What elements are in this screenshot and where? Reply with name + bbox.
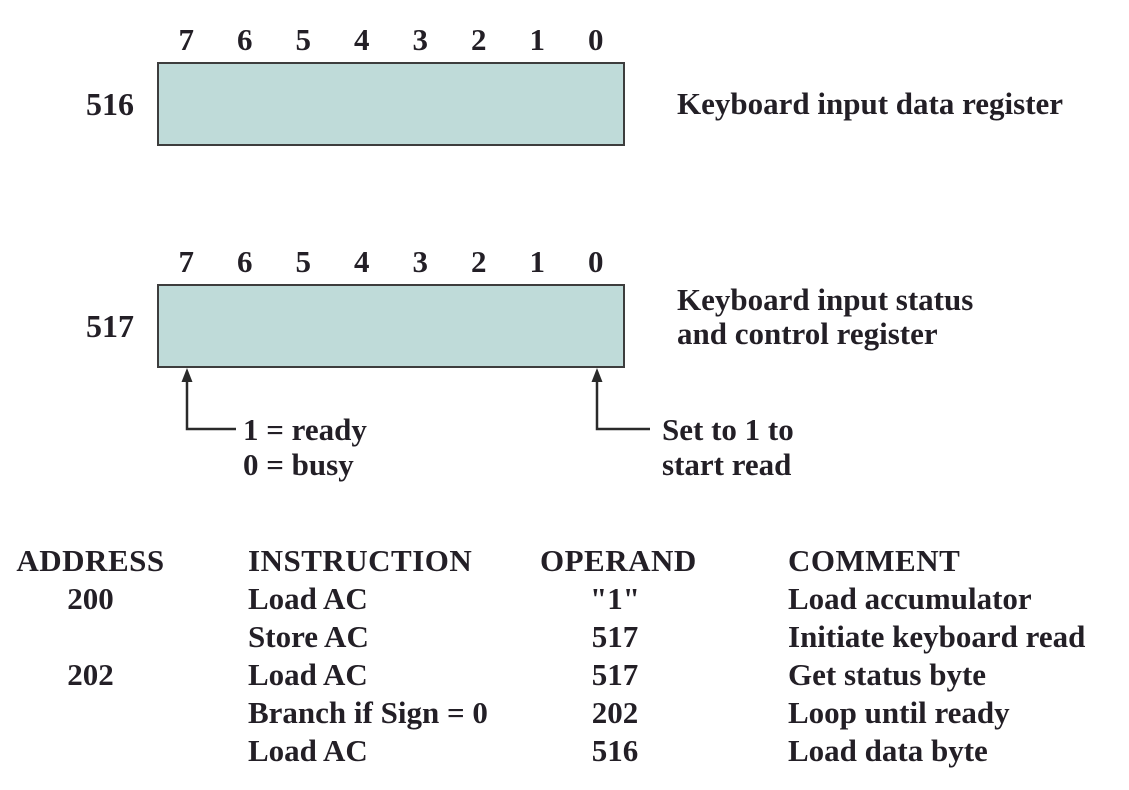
status-register-label: Keyboard input status and control regist… [677, 283, 973, 351]
table-row: Branch if Sign = 0 202 Loop until ready [0, 696, 1129, 730]
bit-label: 3 [412, 22, 429, 57]
bit-label: 7 [178, 244, 195, 279]
cell-operand: "1" [590, 581, 640, 616]
cell-comment: Load accumulator [788, 581, 1032, 616]
bit-label: 5 [295, 244, 312, 279]
status-register-bit-numbers: 7 6 5 4 3 2 1 0 [157, 244, 625, 280]
cell-address: 202 [67, 657, 114, 692]
table-row: 200 Load AC "1" Load accumulator [0, 582, 1129, 616]
cell-instruction: Branch if Sign = 0 [248, 695, 488, 730]
bit-label: 0 [588, 22, 604, 57]
column-header-comment: COMMENT [788, 543, 961, 578]
data-register-bit-numbers: 7 6 5 4 3 2 1 0 [157, 22, 625, 58]
bit-label: 4 [354, 244, 370, 279]
bit-label: 2 [471, 22, 487, 57]
status-register-label-line1: Keyboard input status [677, 282, 974, 317]
cell-operand: 517 [591, 619, 639, 654]
column-header-instruction: INSTRUCTION [248, 543, 473, 578]
bit-label: 4 [354, 22, 370, 57]
cell-operand: 516 [591, 733, 639, 768]
bit0-callout: Set to 1 to start read [662, 412, 794, 482]
bit-label: 5 [295, 22, 312, 57]
table-row: 202 Load AC 517 Get status byte [0, 658, 1129, 692]
table-row: Store AC 517 Initiate keyboard read [0, 620, 1129, 654]
program-table-header: ADDRESS INSTRUCTION OPERAND COMMENT [0, 544, 1129, 578]
cell-instruction: Store AC [248, 619, 369, 654]
data-register-label: Keyboard input data register [677, 62, 1063, 146]
cell-comment: Get status byte [788, 657, 987, 692]
cell-operand: 202 [591, 695, 639, 730]
bit-label: 2 [471, 244, 487, 279]
bit7-callout-line2: 0 = busy [243, 447, 354, 482]
bit-label: 7 [178, 22, 195, 57]
column-header-address: ADDRESS [16, 543, 165, 578]
bit7-callout: 1 = ready 0 = busy [243, 412, 367, 482]
status-register-address: 517 [86, 307, 134, 344]
bit7-callout-line1: 1 = ready [243, 412, 367, 447]
cell-address: 200 [67, 581, 114, 616]
data-register-box [157, 62, 625, 146]
status-register-box [157, 284, 625, 368]
cell-comment: Loop until ready [788, 695, 1010, 730]
bit0-callout-line1: Set to 1 to [662, 412, 794, 447]
data-register-address: 516 [86, 85, 134, 122]
bit-label: 6 [237, 244, 253, 279]
bit0-arrow [591, 368, 650, 431]
status-register-label-line2: and control register [677, 316, 938, 351]
bit-label: 1 [529, 244, 546, 279]
bit-label: 6 [237, 22, 253, 57]
bit7-arrow [181, 368, 236, 431]
cell-instruction: Load AC [248, 733, 368, 768]
cell-instruction: Load AC [248, 581, 368, 616]
table-row: Load AC 516 Load data byte [0, 734, 1129, 768]
bit-label: 1 [529, 22, 546, 57]
data-register-label-text: Keyboard input data register [677, 86, 1064, 121]
cell-comment: Load data byte [788, 733, 988, 768]
bit-label: 0 [588, 244, 604, 279]
bit0-callout-line2: start read [662, 447, 792, 482]
cell-comment: Initiate keyboard read [788, 619, 1086, 654]
column-header-operand: OPERAND [540, 543, 697, 578]
bit-label: 3 [412, 244, 429, 279]
cell-operand: 517 [591, 657, 639, 692]
cell-instruction: Load AC [248, 657, 368, 692]
